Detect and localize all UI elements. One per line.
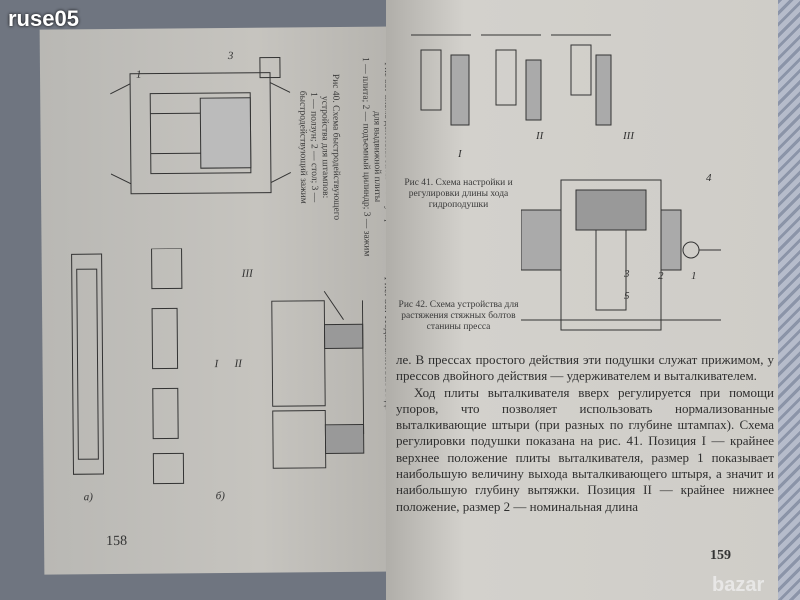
figure-42-drawing <box>521 179 721 331</box>
figure-41-drawing <box>411 34 612 126</box>
page-number-left: 158 <box>106 533 128 550</box>
fig40-caption-text: Рис 40. Схема быстродействующего устройс… <box>319 73 342 221</box>
background-fabric <box>778 0 800 600</box>
fig42-caption: Рис 42. Схема устройства для растяжения … <box>398 300 519 332</box>
fig40-caption: Рис 40. Схема быстродействующего устройс… <box>296 57 342 237</box>
label-4: 4 <box>706 172 712 184</box>
label-3: 3 <box>227 49 234 62</box>
figure-40-drawing <box>109 56 292 195</box>
label-b: б) <box>215 489 225 503</box>
logo: bazar <box>712 574 765 596</box>
fig39-legend: 1 — плита; 2 — подъемный цилиндр; 3 — за… <box>359 57 372 257</box>
page-number-right: 159 <box>710 548 731 563</box>
label-I: I <box>214 358 219 371</box>
paragraph: Ход плиты выталкивателя вверх регулирует… <box>396 384 774 514</box>
label-II: II <box>234 357 242 370</box>
fig40-legend: 1 — ползун; 2 — стол; 3 — быстродействую… <box>297 90 320 204</box>
label-1: 1 <box>691 270 697 282</box>
paragraph: ле. В прессах простого действия эти поду… <box>396 352 774 384</box>
label-5: 5 <box>624 290 630 302</box>
label-III: III <box>241 267 253 280</box>
label-2: 2 <box>658 270 664 282</box>
body-text: ле. В прессах простого действия эти поду… <box>396 352 774 515</box>
label-I: I <box>458 148 462 160</box>
figure-38-drawing <box>71 248 185 485</box>
label-a: а) <box>83 491 93 504</box>
watermark: ruse05 <box>8 6 79 31</box>
label-1: 1 <box>135 68 142 81</box>
label-3: 3 <box>624 268 630 280</box>
label-II: II <box>536 130 544 142</box>
left-page: 3 1 Рис 40. Схема быстродействующего уст… <box>39 26 407 575</box>
fig41-caption: Рис 41. Схема настройки и регулировки дл… <box>404 178 513 210</box>
label-III: III <box>623 130 634 142</box>
figure-39-drawing <box>271 290 365 469</box>
right-page: I II III Рис 41. Схема настройки и регул… <box>386 0 778 600</box>
